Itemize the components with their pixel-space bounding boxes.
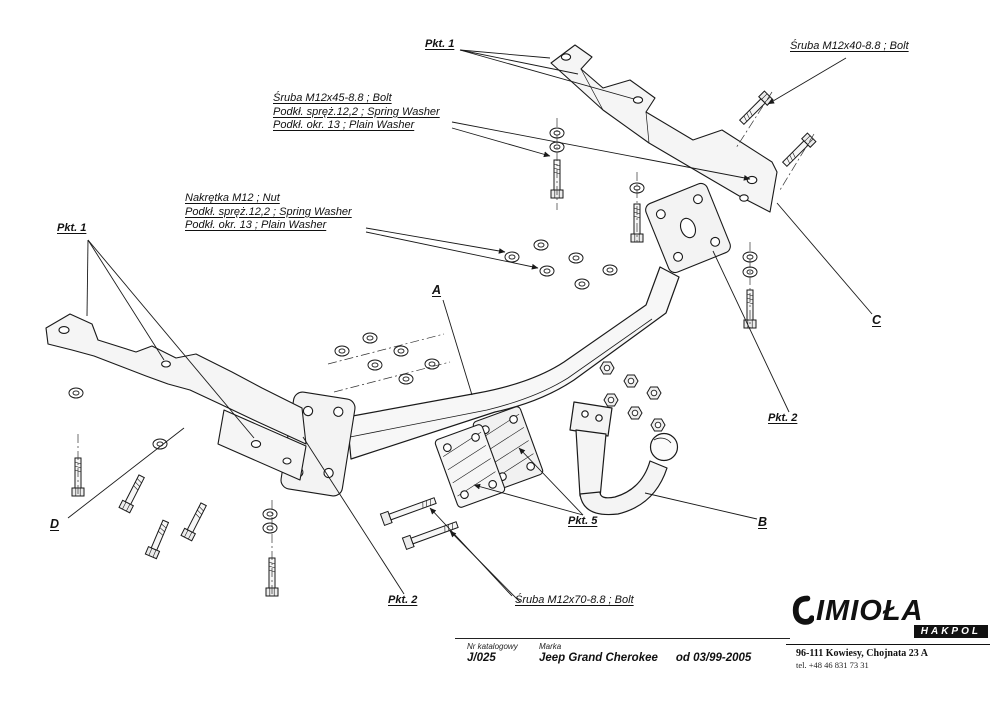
callout-letter-c: C xyxy=(872,313,882,327)
callout-bolt-m12x45-line1: Śruba M12x45-8.8 ; Bolt xyxy=(273,92,392,104)
callout-pkt2-bottom: Pkt. 2 xyxy=(388,594,418,606)
callout-bolt-m12x45: Śruba M12x45-8.8 ; Bolt Podkł. spręż.12,… xyxy=(273,92,440,133)
brand: Marka Jeep Grand Cherokee od 03/99-2005 xyxy=(539,642,751,664)
callout-nut-m12-line2: Podkł. spręż.12,2 ; Spring Washer xyxy=(185,205,352,218)
model-years: od 03/99-2005 xyxy=(675,652,752,664)
logo-subtext: HAKPOL xyxy=(913,625,988,638)
address: 96-111 Kowiesy, Chojnata 23 A xyxy=(796,648,928,659)
logo-text: IMIOŁA xyxy=(816,594,924,627)
tow-ball-hook xyxy=(569,401,679,516)
callout-letter-d: D xyxy=(50,517,60,531)
tow-ball xyxy=(649,432,679,462)
callout-pkt1-left: Pkt. 1 xyxy=(57,222,87,234)
logo-subtext-row: HAKPOL xyxy=(786,621,990,639)
brand-label: Marka xyxy=(539,642,562,651)
callout-nut-m12-line3: Podkł. okr. 13 ; Plain Washer xyxy=(185,219,327,231)
right-end-plate xyxy=(645,182,731,274)
title-block: Nr katalogowy J/025 Marka Jeep Grand Che… xyxy=(455,638,790,678)
contact-info: 96-111 Kowiesy, Chojnata 23 A tel. +48 4… xyxy=(786,644,990,670)
callout-bolt-m12x45-line3: Podkł. okr. 13 ; Plain Washer xyxy=(273,119,415,131)
callout-nut-m12-line1: Nakrętka M12 ; Nut xyxy=(185,192,280,204)
axis-lines xyxy=(77,91,815,596)
upper-mounting-bracket xyxy=(550,44,778,213)
catalog-label: Nr katalogowy xyxy=(467,642,518,651)
callout-pkt5: Pkt. 5 xyxy=(568,515,598,527)
callout-bolt-m12x45-line2: Podkł. spręż.12,2 ; Spring Washer xyxy=(273,105,440,118)
callout-bolt-m12x40: Śruba M12x40-8.8 ; Bolt xyxy=(790,40,909,52)
callout-bolt-m12x70: Śruba M12x70-8.8 ; Bolt xyxy=(515,594,634,606)
manufacturer-block: IMIOŁA HAKPOL 96-111 Kowiesy, Chojnata 2… xyxy=(786,594,990,670)
hitch-mounting-plates xyxy=(434,406,544,508)
phone: tel. +48 46 831 73 31 xyxy=(796,660,869,670)
callout-pkt2-right: Pkt. 2 xyxy=(768,412,798,424)
catalog-number: Nr katalogowy J/025 xyxy=(467,642,518,664)
logo-hook-icon xyxy=(792,595,814,625)
callout-pkt1-top: Pkt. 1 xyxy=(425,38,455,50)
catalog-value: J/025 xyxy=(467,652,496,664)
model-name: Jeep Grand Cherokee xyxy=(539,652,658,664)
leader-lines xyxy=(67,49,873,603)
callout-letter-b: B xyxy=(758,515,768,529)
callout-nut-m12: Nakrętka M12 ; Nut Podkł. spręż.12,2 ; S… xyxy=(185,192,352,233)
logo: IMIOŁA xyxy=(786,594,990,628)
callout-letter-a: A xyxy=(432,283,442,297)
left-mounting-bracket xyxy=(45,313,307,481)
